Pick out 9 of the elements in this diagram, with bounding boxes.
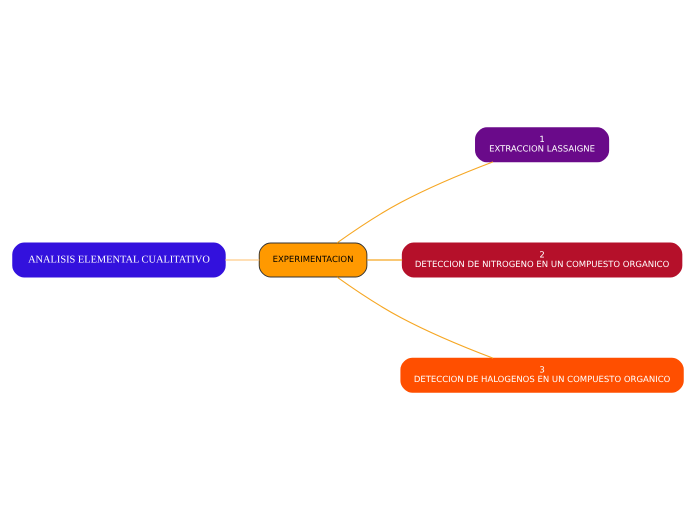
- connector: [225, 259, 260, 261]
- connector: [336, 276, 494, 359]
- node-box: ANALISIS ELEMENTAL CUALITATIVO: [12, 242, 226, 278]
- node-box: 1 EXTRACCION LASSAIGNE: [475, 127, 610, 162]
- node-box: 3 DETECCION DE HALOGENOS EN UN COMPUESTO ORGANICO: [400, 358, 684, 393]
- connector: [366, 259, 402, 261]
- node-box: EXPERIMENTACION: [258, 242, 368, 278]
- connector: [336, 161, 494, 244]
- node-box: 2 DETECCION DE NITROGENO EN UN COMPUESTO ORGANICO: [402, 242, 682, 278]
